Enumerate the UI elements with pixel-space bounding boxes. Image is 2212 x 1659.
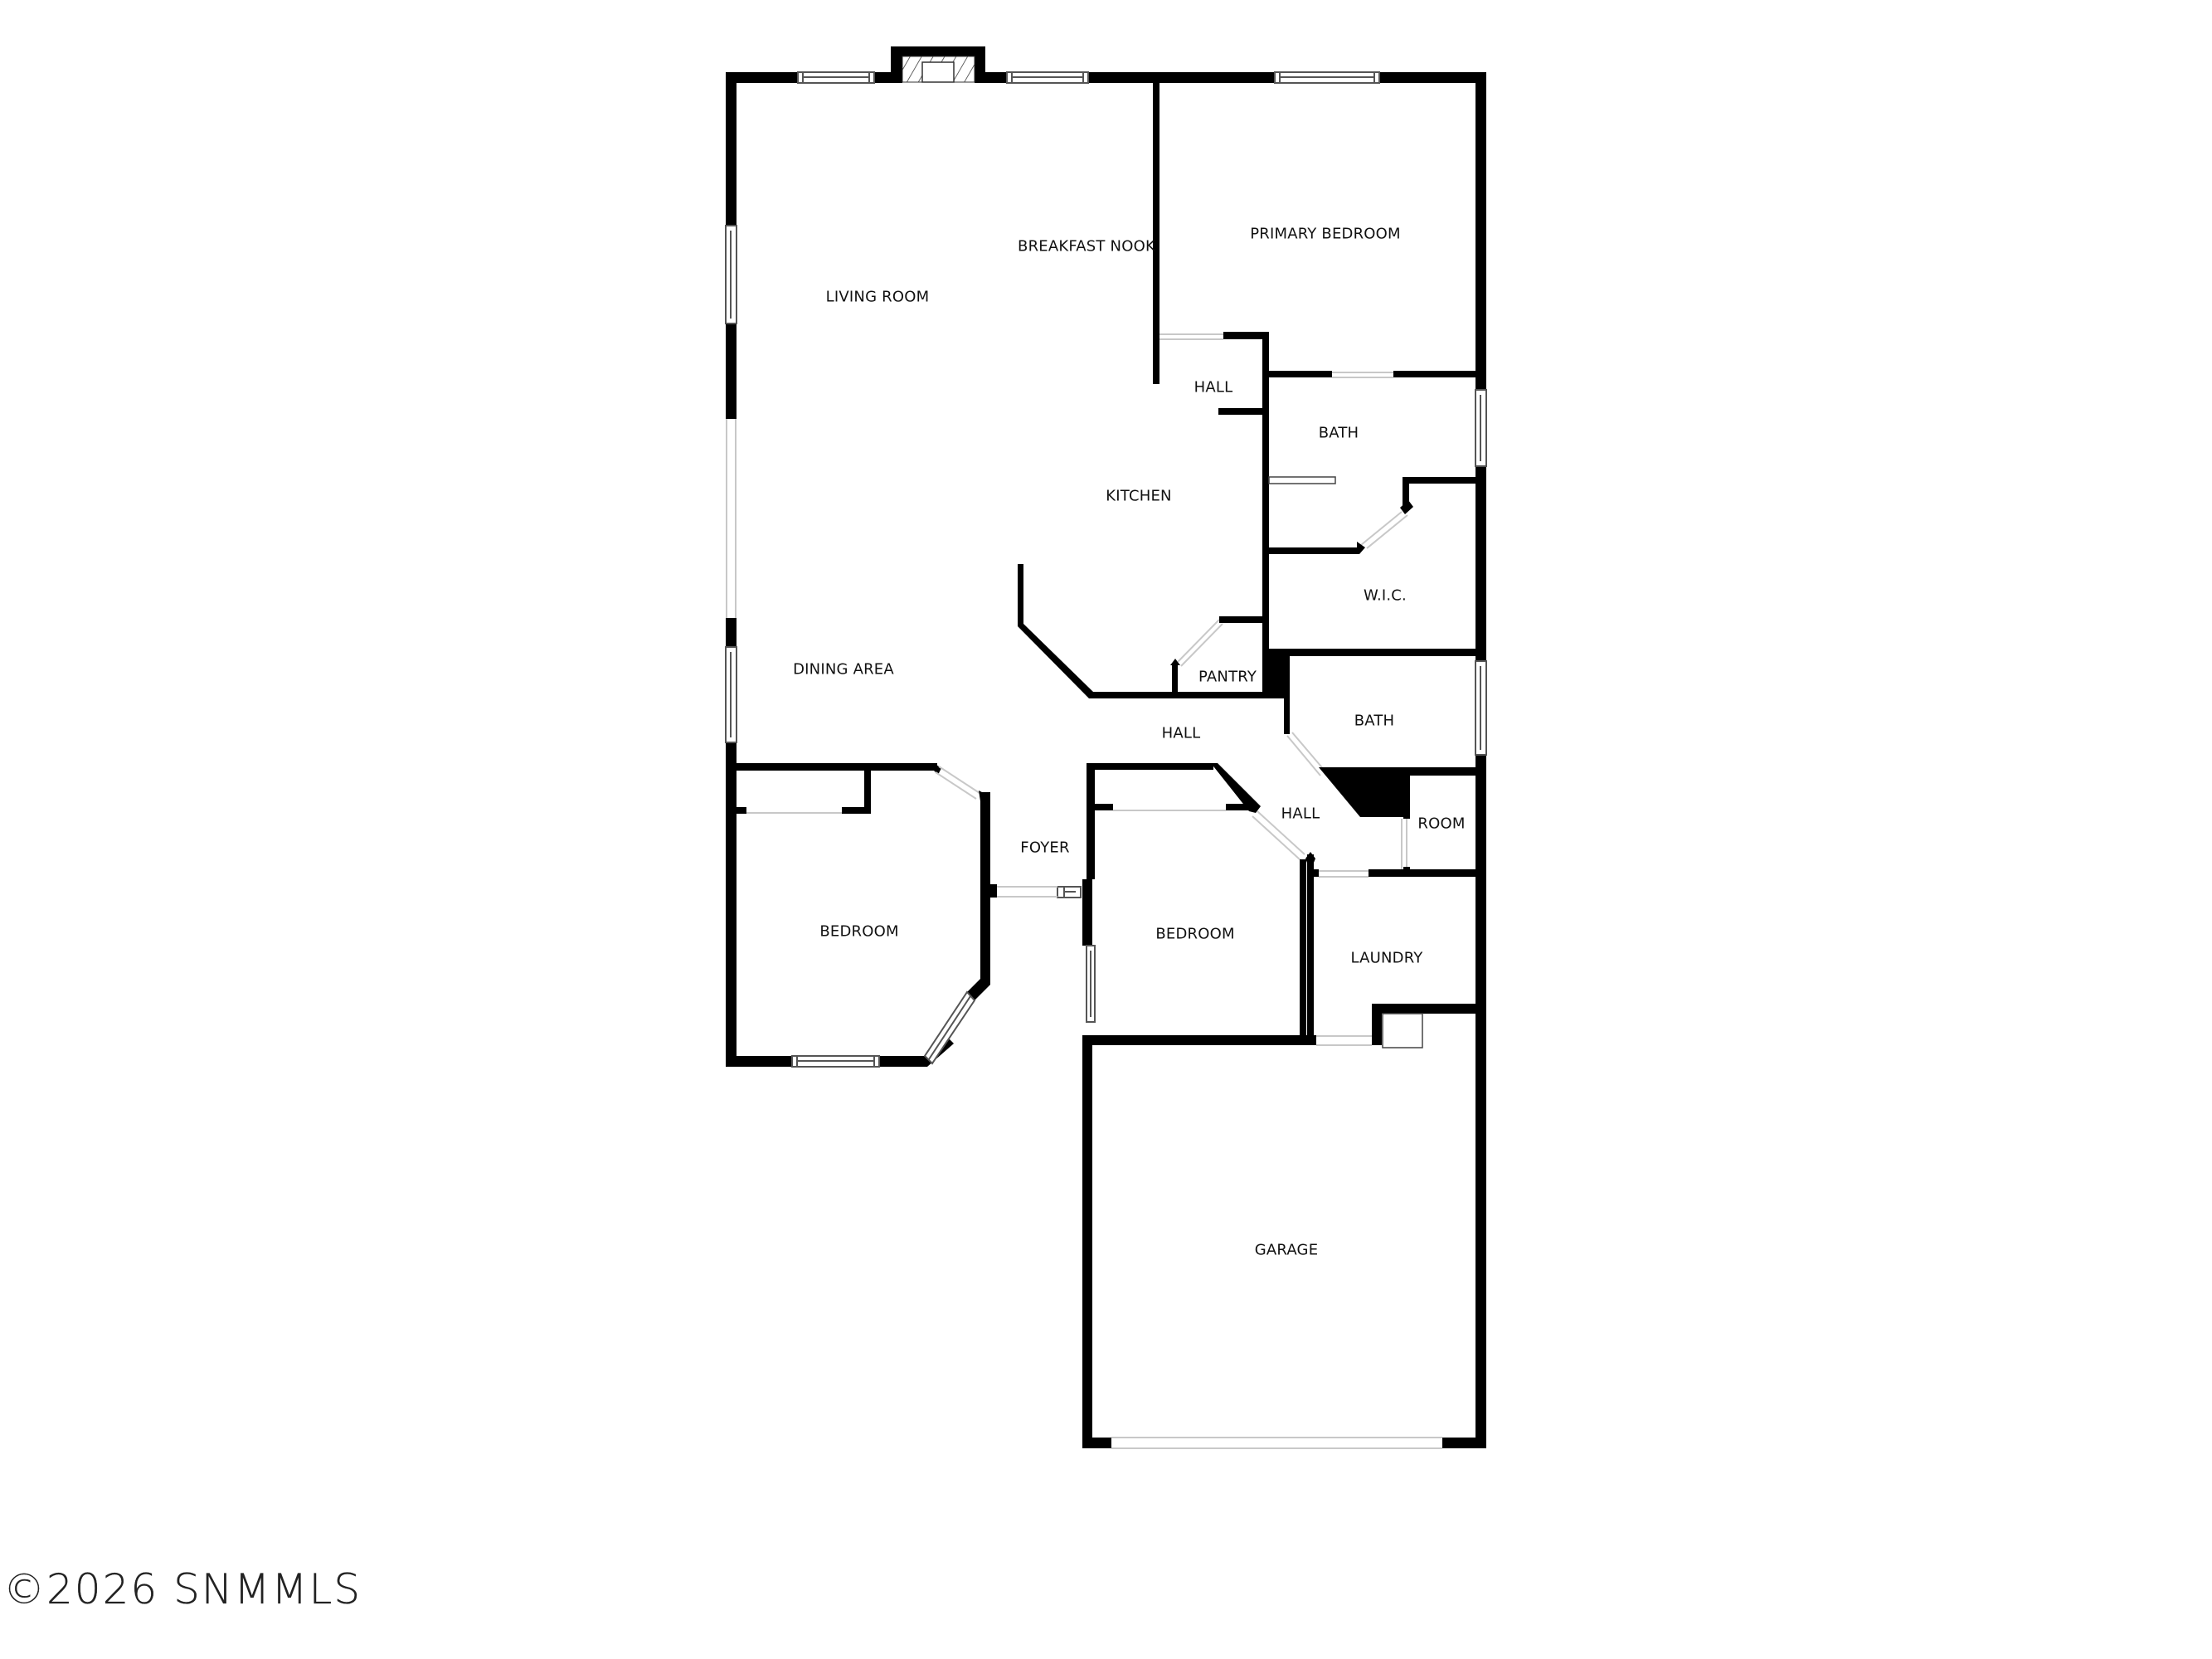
room-label-wic: W.I.C. <box>1364 586 1407 605</box>
room-label-bath-2: BATH <box>1354 712 1395 730</box>
exterior-walls <box>726 46 1486 1448</box>
room-label-hall-2: HALL <box>1161 724 1201 742</box>
room-label-dining-area: DINING AREA <box>793 660 894 679</box>
room-label-garage: GARAGE <box>1254 1241 1319 1259</box>
room-label-bedroom-2: BEDROOM <box>1155 925 1235 943</box>
room-label-laundry: LAUNDRY <box>1350 949 1423 967</box>
room-label-bath: BATH <box>1318 424 1359 442</box>
room-label-hall-3: HALL <box>1281 805 1320 823</box>
room-label-living-room: LIVING ROOM <box>825 288 930 306</box>
windows <box>725 71 1487 1068</box>
room-label-kitchen: KITCHEN <box>1106 487 1172 505</box>
room-label-hall: HALL <box>1194 378 1233 397</box>
room-label-primary-bedroom: PRIMARY BEDROOM <box>1250 225 1401 243</box>
room-label-bedroom: BEDROOM <box>819 922 899 941</box>
room-label-pantry: PANTRY <box>1198 668 1257 686</box>
room-label-room: ROOM <box>1417 815 1466 833</box>
room-label-breakfast-nook: BREAKFAST NOOK <box>1018 237 1155 255</box>
interior-walls <box>726 83 1476 1449</box>
copyright-watermark: ©2026 SNMMLS <box>3 1565 362 1613</box>
fireplace-icon <box>902 56 975 83</box>
room-label-foyer: FOYER <box>1020 839 1070 857</box>
